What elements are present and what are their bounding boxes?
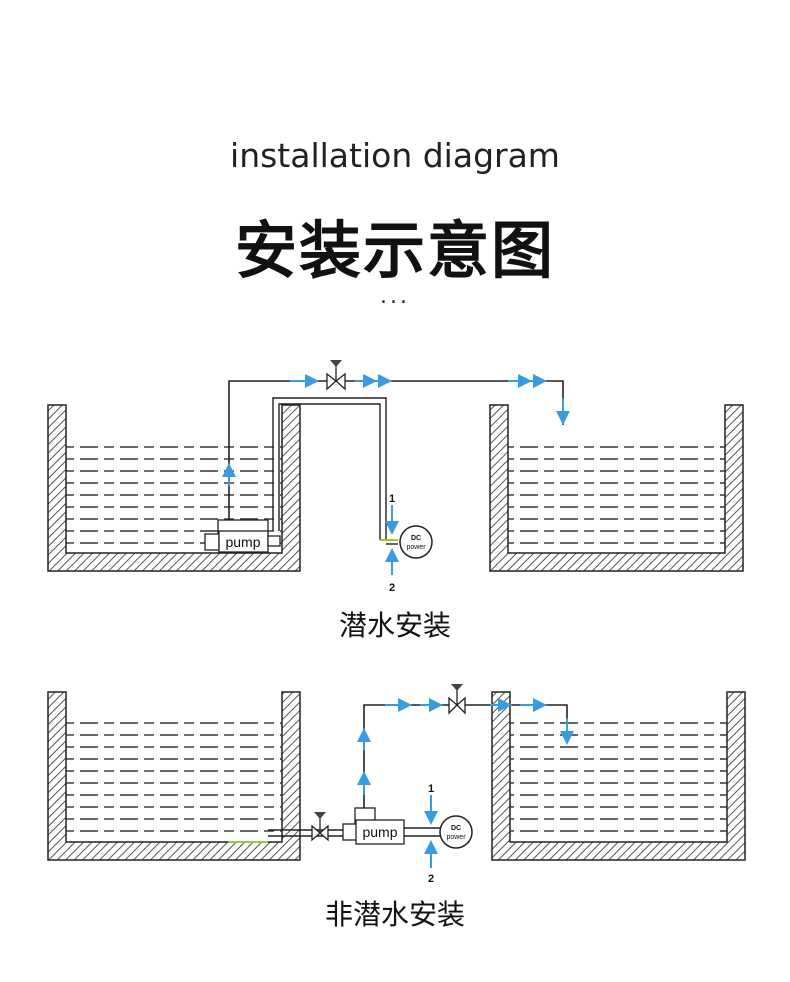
- water-surface: [510, 722, 727, 836]
- title-english: installation diagram: [230, 136, 560, 175]
- inlet-valve: [311, 812, 329, 842]
- right-tank: [489, 404, 744, 572]
- pump-submerged: pump: [204, 519, 281, 553]
- caption-submersible: 潜水安装: [338, 609, 451, 642]
- power-label: power: [446, 834, 466, 841]
- flow-arrows: [222, 374, 570, 486]
- left-tank: [47, 691, 301, 861]
- dc-power-icon: [439, 815, 473, 849]
- right-tank: [491, 691, 746, 861]
- wire-label-1: 1: [428, 783, 434, 795]
- pump-label: pump: [225, 534, 260, 550]
- water-surface: [508, 436, 725, 548]
- title-chinese: 安装示意图: [234, 214, 555, 287]
- pump-label: pump: [362, 824, 397, 840]
- power-label: power: [406, 544, 426, 551]
- dc-label: DC: [411, 535, 421, 542]
- valve: [326, 360, 346, 391]
- dc-power-wiring: 1 2 DC power: [424, 783, 473, 885]
- title-dots: ...: [380, 284, 410, 309]
- dc-label: DC: [451, 825, 461, 832]
- dc-power-icon: [399, 525, 433, 559]
- flow-arrows: [357, 698, 574, 795]
- outlet-valve: [448, 684, 466, 715]
- diagram-non-submersible: pump 1 2 DC: [47, 684, 746, 885]
- dc-power-wiring: 1 2 DC power: [385, 493, 433, 594]
- power-cable: [272, 397, 387, 540]
- diagram-submersible: pump 1 2: [47, 360, 744, 594]
- water-surface: [66, 722, 282, 836]
- wire-label-2: 2: [389, 582, 395, 594]
- pump-external: pump: [342, 807, 405, 845]
- wire-label-2: 2: [428, 873, 434, 885]
- wire-label-1: 1: [389, 493, 395, 505]
- caption-non-submersible: 非潜水安装: [324, 898, 465, 931]
